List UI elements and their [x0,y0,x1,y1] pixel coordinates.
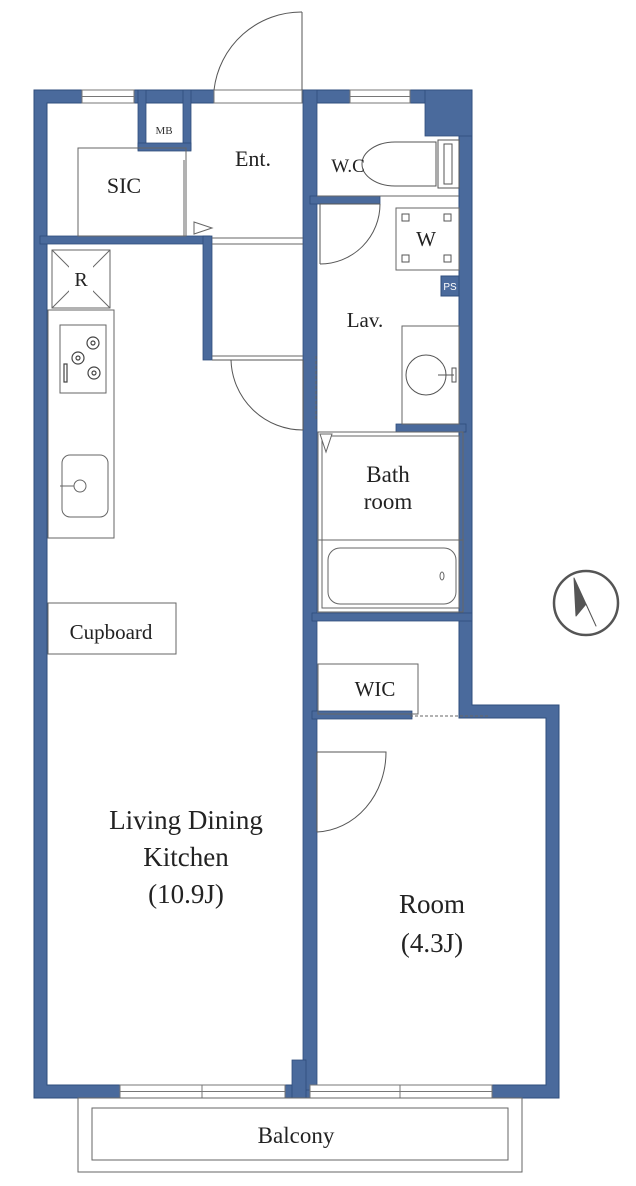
partitions [47,147,523,1173]
bath-label-line1: Bath [366,462,410,487]
sic-label: SIC [107,173,141,198]
lavatory-label: Lav. [347,308,384,332]
room-size-label: (4.3J) [401,928,463,958]
ldk-size-label: (10.9J) [148,879,224,909]
wash-basin-icon [405,354,457,396]
ps-label: PS [443,282,457,293]
fridge-label-bg [69,264,93,292]
wic-label: WIC [355,677,396,701]
cupboard-label: Cupboard [70,620,153,644]
entrance-label: Ent. [235,146,271,171]
washer-label: W [416,227,436,251]
ldk-label-line1: Living Dining [109,805,263,835]
entrance-door [213,11,303,91]
north-arrow-icon [552,569,620,637]
bath-label-line2: room [364,489,413,514]
interior-walls [39,89,473,1099]
wc-label: W.C [331,156,365,177]
mb-label: MB [155,125,172,137]
refrigerator-label: R [74,269,88,291]
ldk-label-line2: Kitchen [143,842,229,872]
toilet-icon [361,139,460,189]
balcony-label: Balcony [258,1123,335,1148]
windows [81,89,493,1099]
interior-doors [212,203,387,833]
room-label: Room [399,889,465,919]
washer-pan-icon [401,213,452,263]
stove-burners-icon [63,336,101,383]
